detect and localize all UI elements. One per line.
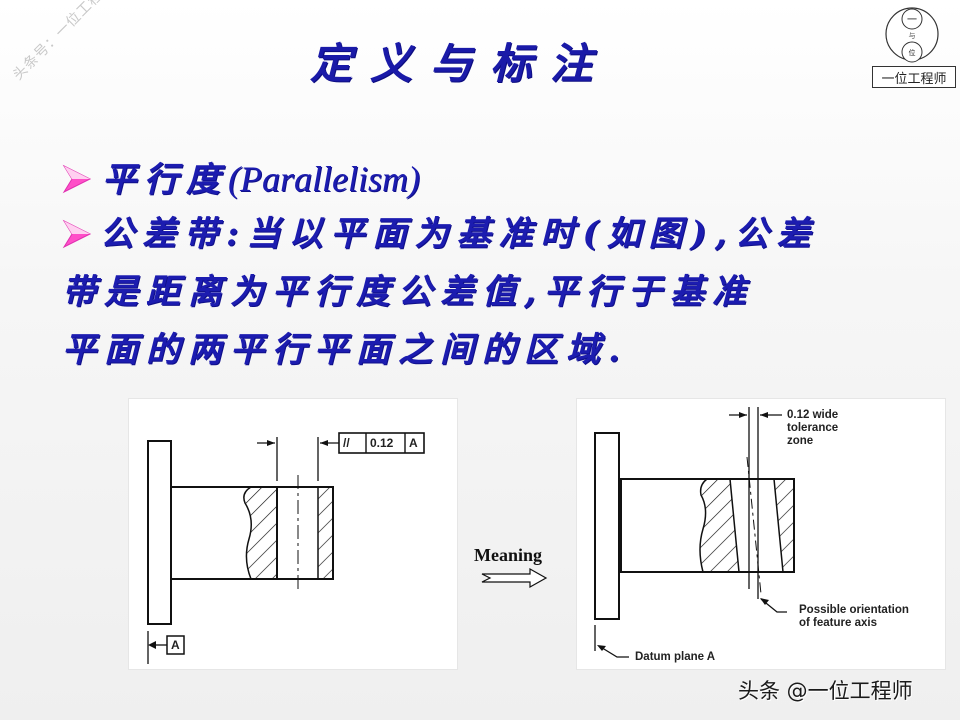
bullet-line-2: 带是距离为平行度公差值,平行于基准 [62, 272, 754, 312]
pink-arrow-bullet-icon [62, 219, 92, 249]
axis-label: Possible orientation of feature axis [799, 604, 909, 630]
fcf-datum: A [409, 436, 418, 450]
bullet-text-latin: (Parallelism) [228, 159, 420, 199]
bullet-line-1: 公差带:当以平面为基准时(如图),公差 [100, 214, 819, 254]
meaning-label: Meaning [474, 545, 543, 565]
fcf-tolerance: 0.12 [370, 436, 394, 450]
svg-text:一: 一 [907, 15, 917, 26]
zone-label: 0.12 wide tolerance zone [787, 409, 838, 448]
axis-label-line-1: Possible orientation [799, 604, 909, 616]
datum-label: A [171, 638, 180, 652]
svg-text:位: 位 [909, 48, 916, 57]
right-arrow-icon [481, 568, 548, 588]
tolerance-zone-figure: 0.12 wide tolerance zone Possible orient… [576, 398, 946, 670]
bullet-tolerance-zone: 公差带:当以平面为基准时(如图),公差 带是距离为平行度公差值,平行于基准 平面… [62, 205, 902, 379]
pink-arrow-bullet-icon [62, 164, 92, 194]
svg-text:与: 与 [909, 32, 916, 40]
datum-plane-label: Datum plane A [635, 651, 716, 663]
parallelism-callout-drawing [147, 432, 425, 664]
page-title: 定义与标注 [310, 39, 611, 88]
axis-label-line-2: of feature axis [799, 617, 877, 629]
logo-icon: 一 与 位 [885, 7, 939, 63]
bullet-line-3: 平面的两平行平面之间的区域. [62, 330, 628, 370]
tolerance-zone-drawing [594, 407, 795, 658]
fcf-symbol: // [343, 436, 350, 450]
zone-label-line-2: tolerance [787, 422, 839, 434]
drawing-callout-figure: // 0.12 A A [128, 398, 458, 670]
logo-label: 一位工程师 [872, 66, 956, 88]
zone-label-line-3: zone [787, 435, 814, 447]
zone-label-line-1: 0.12 wide [787, 409, 839, 421]
bullet-parallelism: 平行度(Parallelism) [62, 150, 420, 209]
watermark: 头条号：一位工程师 [10, 0, 117, 84]
bullet-text-cn: 平行度 [102, 160, 228, 200]
footer-credit: 头条 @一位工程师 [738, 679, 913, 703]
